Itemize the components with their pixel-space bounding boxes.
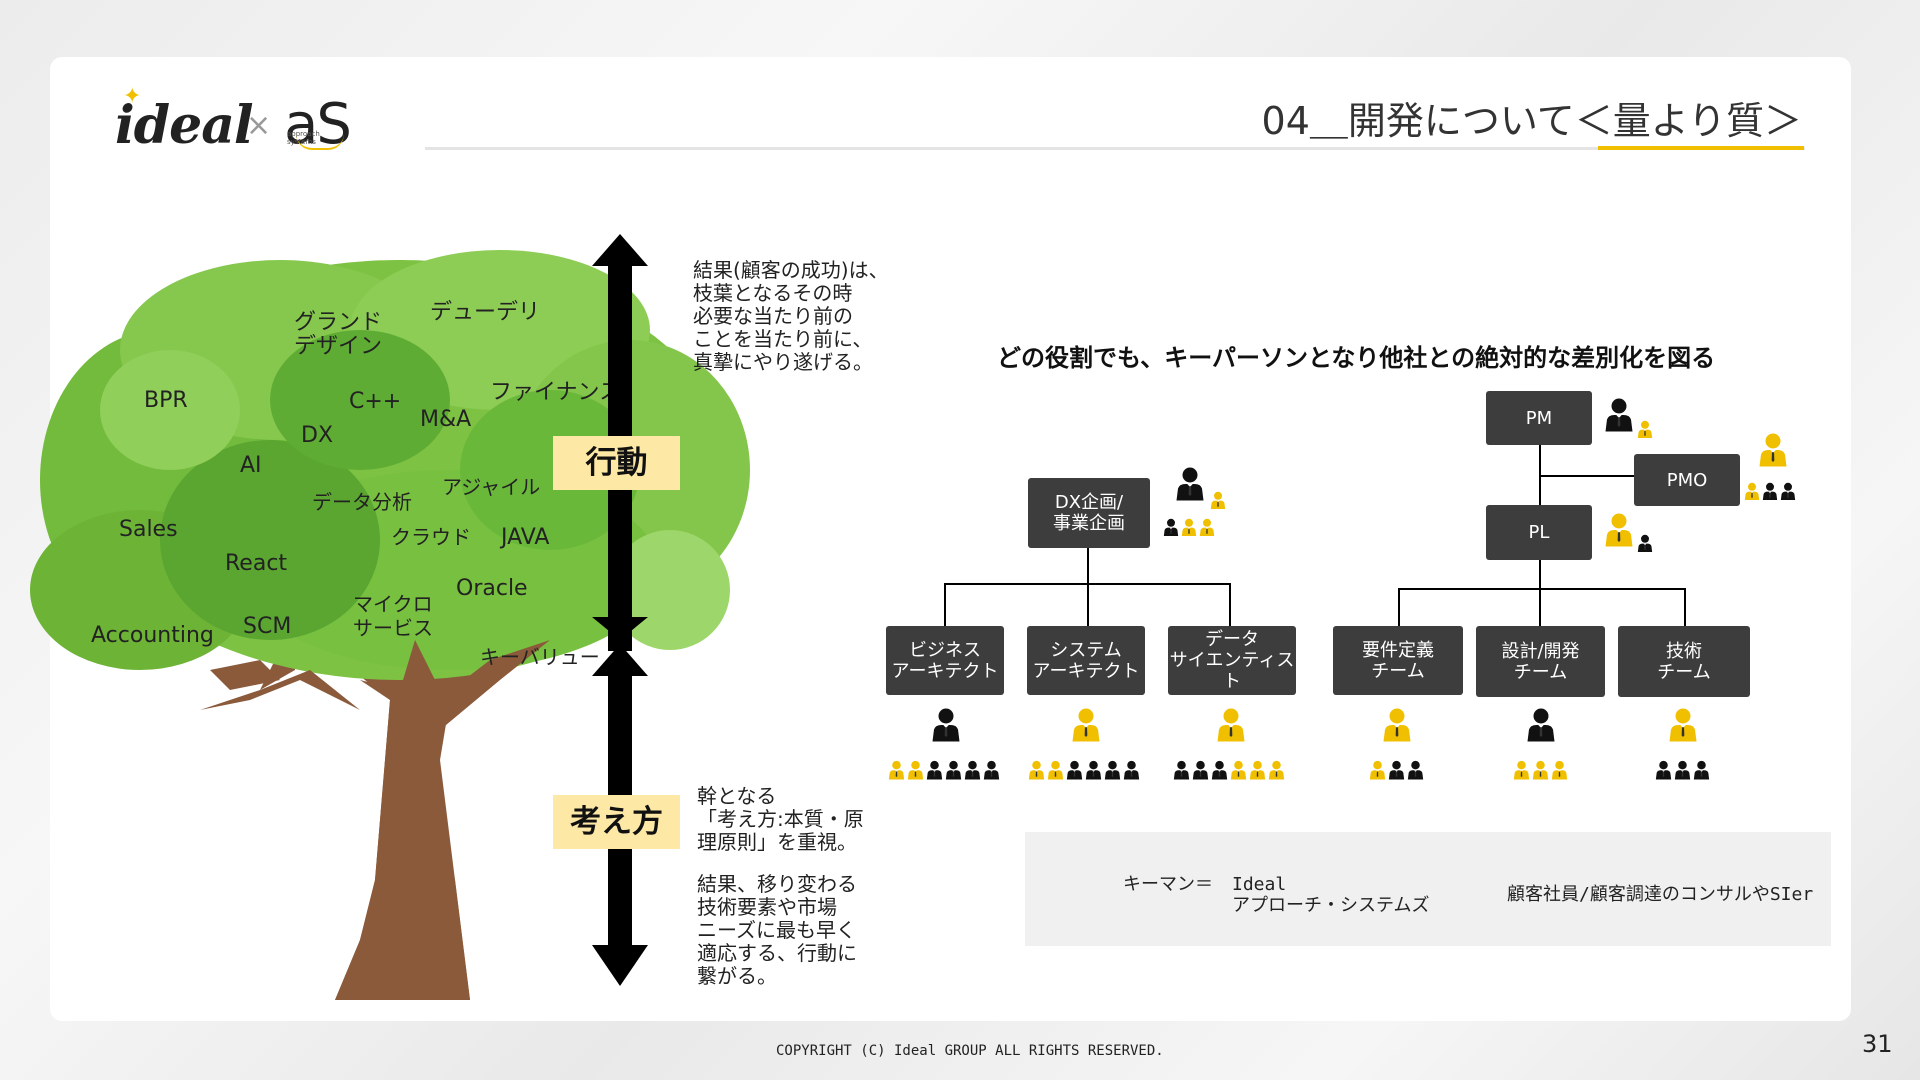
client-person-icon: [1173, 760, 1190, 780]
client-person-icon: [1655, 760, 1672, 780]
keyman-person-icon: [1744, 482, 1760, 500]
client-person-icon: [964, 760, 981, 780]
keyman-person-icon: [1604, 512, 1634, 547]
client-person-icon: [1123, 760, 1140, 780]
page-number: 31: [1862, 1030, 1893, 1058]
client-person-icon: [931, 707, 961, 742]
keyman-person-icon: [1532, 760, 1549, 780]
keyman-person-icon: [1551, 760, 1568, 780]
client-person-icon: [1604, 397, 1634, 432]
client-person-icon: [1388, 760, 1405, 780]
client-person-icon: [1211, 760, 1228, 780]
copyright: COPYRIGHT (C) Ideal GROUP ALL RIGHTS RES…: [776, 1043, 1164, 1059]
keyman-person-icon: [1668, 707, 1698, 742]
client-person-icon: [1526, 707, 1556, 742]
client-person-icon: [926, 760, 943, 780]
keyman-person-icon: [1249, 760, 1266, 780]
client-person-icon: [1693, 760, 1710, 780]
client-person-icon: [1674, 760, 1691, 780]
legend-client-desc: 顧客社員/顧客調達のコンサルやSIer: [1507, 884, 1813, 905]
client-person-icon: [1637, 534, 1653, 552]
keyman-person-icon: [1382, 707, 1412, 742]
keyman-person-icon: [1230, 760, 1247, 780]
keyman-person-icon: [907, 760, 924, 780]
keyman-person-icon: [1513, 760, 1530, 780]
keyman-person-icon: [1047, 760, 1064, 780]
keyman-person-icon: [1758, 432, 1788, 467]
client-person-icon: [1780, 482, 1796, 500]
client-person-icon: [983, 760, 1000, 780]
keyman-person-icon: [1181, 518, 1197, 536]
keyman-person-icon: [1216, 707, 1246, 742]
keyman-person-icon: [1028, 760, 1045, 780]
client-person-icon: [1163, 518, 1179, 536]
keyman-person-icon: [1210, 491, 1226, 509]
client-person-icon: [1192, 760, 1209, 780]
client-person-icon: [1066, 760, 1083, 780]
client-person-icon: [1762, 482, 1778, 500]
legend-key-label: キーマン＝: [1123, 874, 1213, 895]
client-person-icon: [1407, 760, 1424, 780]
keyman-person-icon: [1199, 518, 1215, 536]
legend-key-desc: Ideal アプローチ・システムズ: [1232, 874, 1429, 916]
client-person-icon: [1085, 760, 1102, 780]
keyman-person-icon: [1369, 760, 1386, 780]
client-person-icon: [1104, 760, 1121, 780]
keyman-person-icon: [1637, 420, 1653, 438]
client-person-icon: [1175, 466, 1205, 501]
keyman-person-icon: [1268, 760, 1285, 780]
keyman-person-icon: [888, 760, 905, 780]
keyman-person-icon: [1071, 707, 1101, 742]
client-person-icon: [945, 760, 962, 780]
